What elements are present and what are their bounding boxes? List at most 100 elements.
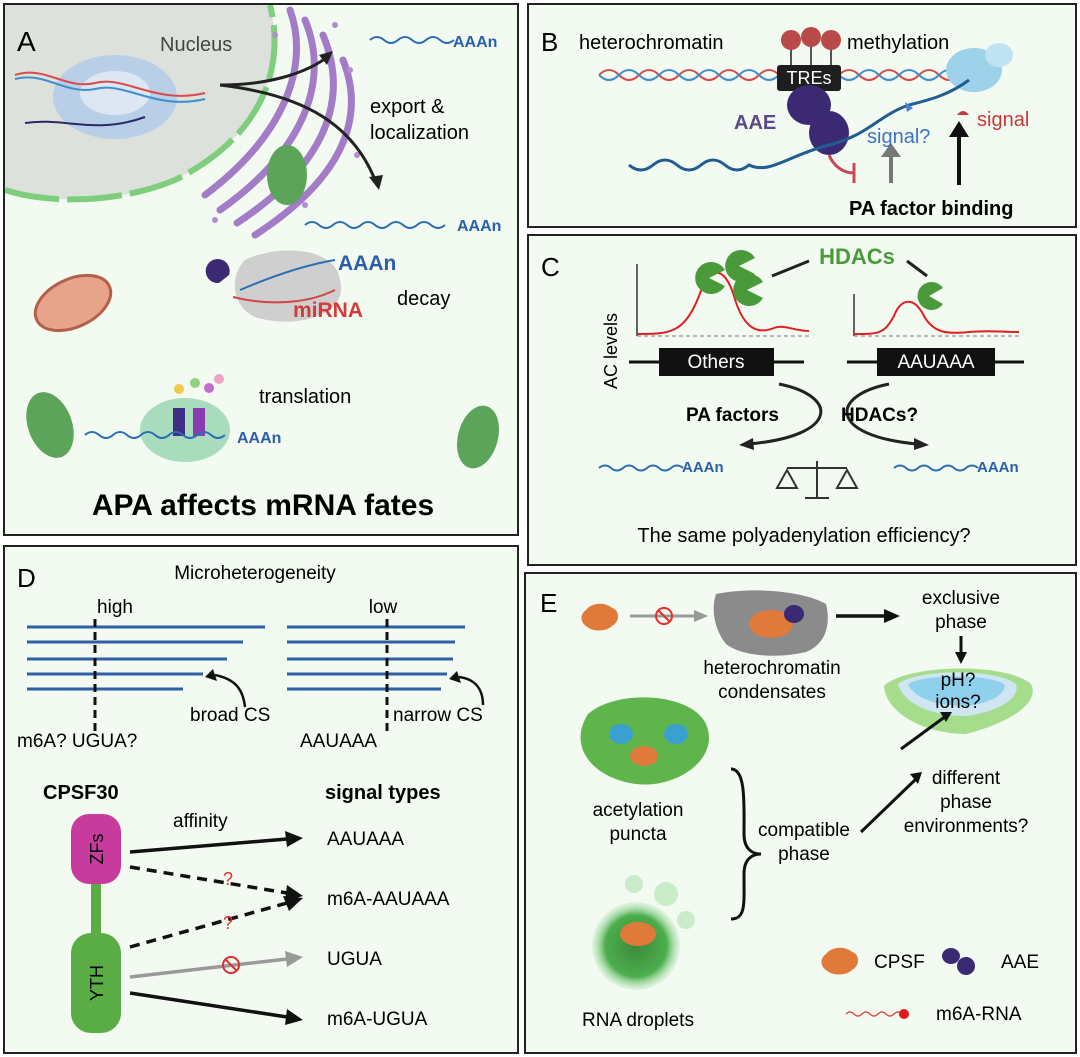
acetylation-label: acetylation (593, 800, 684, 821)
ac-levels-label: AC levels (601, 313, 621, 389)
mitochondrion-graphic (33, 273, 113, 333)
aaan-label-4: AAAn (237, 430, 281, 447)
polymerase-graphic (14, 55, 206, 139)
aauaaa-label: AAUAAA (897, 352, 974, 373)
aaan-label-2: AAAn (457, 218, 501, 235)
question-mark-2: ? (223, 913, 233, 933)
translation-label: translation (259, 386, 351, 408)
question-mark-1: ? (223, 869, 233, 889)
panel-d-letter: D (17, 563, 36, 593)
nucleus-label: Nucleus (160, 34, 232, 56)
rnp-decay-graphic (205, 250, 342, 322)
hdac-graphics (695, 250, 943, 310)
methylation-label: methylation (847, 32, 949, 54)
er-graphic (201, 6, 355, 239)
pa-factors-label: PA factors (686, 405, 779, 426)
compatible-label: compatible (758, 820, 850, 841)
cpsf30-label: CPSF30 (43, 782, 119, 804)
pa-complex-graphic (946, 43, 1013, 92)
cpsf-legend-label: CPSF (874, 952, 925, 973)
aaan-label-1: AAAn (453, 34, 497, 51)
phase-environment-graphic (884, 668, 1033, 734)
aae-label: AAE (734, 112, 776, 134)
prohibited-icon-d (222, 956, 240, 974)
condensates-label: condensates (718, 682, 826, 703)
zfs-domain (71, 814, 121, 884)
ac-plot-aauaaa (853, 294, 1020, 337)
hdacs-label: HDACs (819, 244, 895, 269)
transcripts-high (27, 625, 265, 691)
ac-plot-others (636, 264, 810, 337)
mirna-label: miRNA (293, 299, 363, 322)
panel-a-letter: A (17, 26, 36, 57)
environments-label: environments? (904, 816, 1029, 837)
yth-domain (71, 933, 121, 1033)
affinity-label: affinity (173, 811, 228, 832)
exclusive-phase-label: phase (935, 612, 987, 633)
ions-label: ions? (935, 692, 980, 713)
panel-a: A Nucleus AAAn export & localization AAA… (3, 3, 519, 536)
ribosome-graphic (140, 374, 230, 462)
panel-b-letter: B (541, 27, 558, 57)
transcripts-low (287, 625, 465, 691)
aae-legend-icon (942, 948, 975, 975)
puncta-label: puncta (609, 824, 666, 845)
methyl-marks-graphic (781, 27, 841, 67)
m6a-ugua-label: m6A? UGUA? (17, 731, 137, 752)
signal-type-m6a-aauaaa: m6A-AAUAAA (327, 889, 450, 910)
panel-a-caption: APA affects mRNA fates (92, 489, 434, 522)
ph-label: pH? (941, 670, 976, 691)
microheterogeneity-label: Microheterogeneity (174, 563, 336, 584)
question-label: The same polyadenylation efficiency? (637, 525, 970, 547)
aae-enzyme-graphic (787, 85, 849, 155)
chloroplast-graphics (26, 145, 500, 469)
export-label: export & (370, 96, 445, 118)
cpsf-legend-icon (821, 947, 858, 975)
different-label: different (932, 768, 1001, 789)
rna-droplets-graphic (592, 875, 695, 990)
signal-label: signal (977, 109, 1029, 131)
narrow-cs-label: narrow CS (393, 705, 483, 726)
signal-type-m6a-ugua: m6A-UGUA (327, 1009, 428, 1030)
zfs-label: ZFs (87, 834, 107, 865)
phase-label: phase (940, 792, 992, 813)
brace-graphic (730, 767, 762, 921)
low-label: low (369, 597, 398, 618)
panel-e-letter: E (540, 588, 557, 618)
compatible-phase-label: phase (778, 844, 830, 865)
others-box (659, 348, 774, 376)
signal-type-aauaaa: AAUAAA (327, 829, 404, 850)
panel-c: C AC levels HDACs Others AAUAAA PA facto… (527, 234, 1077, 566)
rna-droplets-label: RNA droplets (582, 1010, 694, 1031)
aaan-label-3: AAAn (338, 252, 396, 275)
m6a-rna-legend-label: m6A-RNA (936, 1004, 1022, 1025)
tres-label: TREs (787, 68, 832, 88)
high-label: high (97, 597, 133, 618)
signal-types-label: signal types (325, 782, 441, 804)
scale-icon (775, 461, 859, 499)
panel-b: TREs B heterochromatin methylation AAE s… (527, 3, 1077, 228)
broad-cs-label: broad CS (190, 705, 270, 726)
panel-d: D Microheterogeneity high low broad CS n… (3, 545, 519, 1054)
heterochromatin-label-e: heterochromatin (703, 658, 840, 679)
panel-c-letter: C (541, 252, 560, 282)
signal-question-label: signal? (867, 126, 930, 148)
hdacs-question-label: HDACs? (841, 405, 918, 426)
acetylation-puncta-graphic (580, 697, 709, 785)
panel-e: E heterochromatin condensates exclusive … (524, 572, 1077, 1054)
yth-label: YTH (87, 965, 107, 1001)
prohibited-icon-e (655, 607, 673, 625)
tres-box (777, 65, 841, 91)
aaan-left-label: AAAn (682, 459, 724, 476)
others-label: Others (687, 352, 744, 373)
aauaaa-box (877, 348, 995, 376)
heterochromatin-label: heterochromatin (579, 32, 724, 54)
aauaaa-d-label: AAUAAA (300, 731, 377, 752)
aae-legend-label: AAE (1001, 952, 1039, 973)
exclusive-label: exclusive (922, 588, 1000, 609)
localization-label: localization (370, 122, 469, 144)
aaan-right-label: AAAn (977, 459, 1019, 476)
signal-type-ugua: UGUA (327, 949, 382, 970)
m6a-rna-legend-icon (845, 1011, 903, 1017)
pa-factor-binding-label: PA factor binding (849, 198, 1013, 220)
